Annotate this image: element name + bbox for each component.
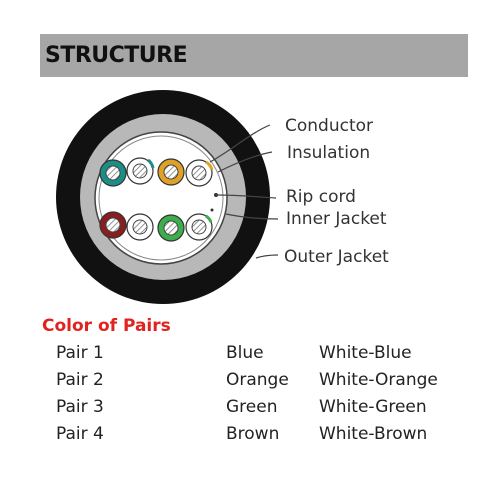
label-rip-cord: Rip cord [286,187,356,207]
pair-main-color: Green [226,397,278,417]
pair-main-color: Brown [226,424,280,444]
pair-2-wires [157,158,214,187]
pair-name: Pair 1 [56,343,104,363]
pair-stripe-color: White-Orange [319,370,438,390]
color-of-pairs-title: Color of Pairs [42,316,171,336]
pair-name: Pair 4 [56,424,104,444]
leader-lines [209,124,279,259]
pair-stripe-color: White-Blue [319,343,412,363]
label-conductor: Conductor [285,116,373,136]
pair-color-table: Pair 1 Blue White-Blue Pair 2 Orange Whi… [56,342,476,450]
pair-row: Pair 2 Orange White-Orange [56,369,476,396]
pair-stripe-color: White-Brown [319,424,428,444]
structure-title: STRUCTURE [45,43,188,68]
pair-row: Pair 3 Green White-Green [56,396,476,423]
cable-core [94,131,228,265]
pair-row: Pair 1 Blue White-Blue [56,342,476,369]
cable-cross-section-diagram: Conductor Insulation Rip cord Inner Jack… [56,90,389,304]
pair-name: Pair 2 [56,370,104,390]
label-outer-jacket: Outer Jacket [284,247,389,267]
label-insulation: Insulation [287,143,370,163]
pair-row: Pair 4 Brown White-Brown [56,423,476,450]
pair-main-color: Orange [226,370,289,390]
pair-stripe-color: White-Green [319,397,427,417]
structure-header: STRUCTURE [40,34,468,77]
label-inner-jacket: Inner Jacket [286,209,387,229]
pair-1-wires [99,157,155,187]
pair-name: Pair 3 [56,397,104,417]
core-wrap [98,135,224,261]
pair-main-color: Blue [226,343,264,363]
pair-4-wires [99,211,154,241]
pair-3-wires [157,213,213,242]
